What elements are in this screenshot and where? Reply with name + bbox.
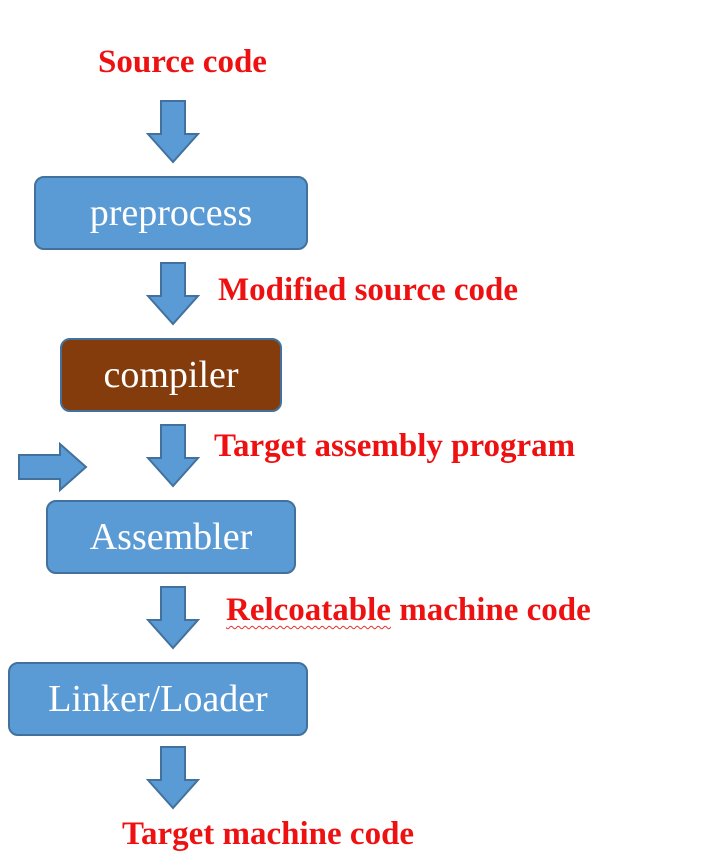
preprocess-box: preprocess xyxy=(34,176,308,250)
arrow-down-3 xyxy=(146,424,200,488)
machine-code-words: machine code xyxy=(390,592,591,628)
relocatable-machine-code-label: Relcoatable machine code xyxy=(226,594,591,627)
arrow-down-2 xyxy=(146,262,200,326)
relocatable-word: Relcoatable xyxy=(226,592,391,628)
compiler-box: compiler xyxy=(60,338,282,412)
arrow-down-1 xyxy=(146,100,200,164)
assembler-box: Assembler xyxy=(46,500,296,574)
modified-source-code-label: Modified source code xyxy=(218,272,519,308)
arrow-right xyxy=(18,442,88,492)
linker-loader-box: Linker/Loader xyxy=(8,662,308,736)
target-machine-code-label: Target machine code xyxy=(122,816,415,852)
target-assembly-program-label: Target assembly program xyxy=(214,428,576,464)
arrow-down-5 xyxy=(146,746,200,810)
arrow-down-4 xyxy=(146,586,200,650)
source-code-label: Source code xyxy=(98,44,267,80)
